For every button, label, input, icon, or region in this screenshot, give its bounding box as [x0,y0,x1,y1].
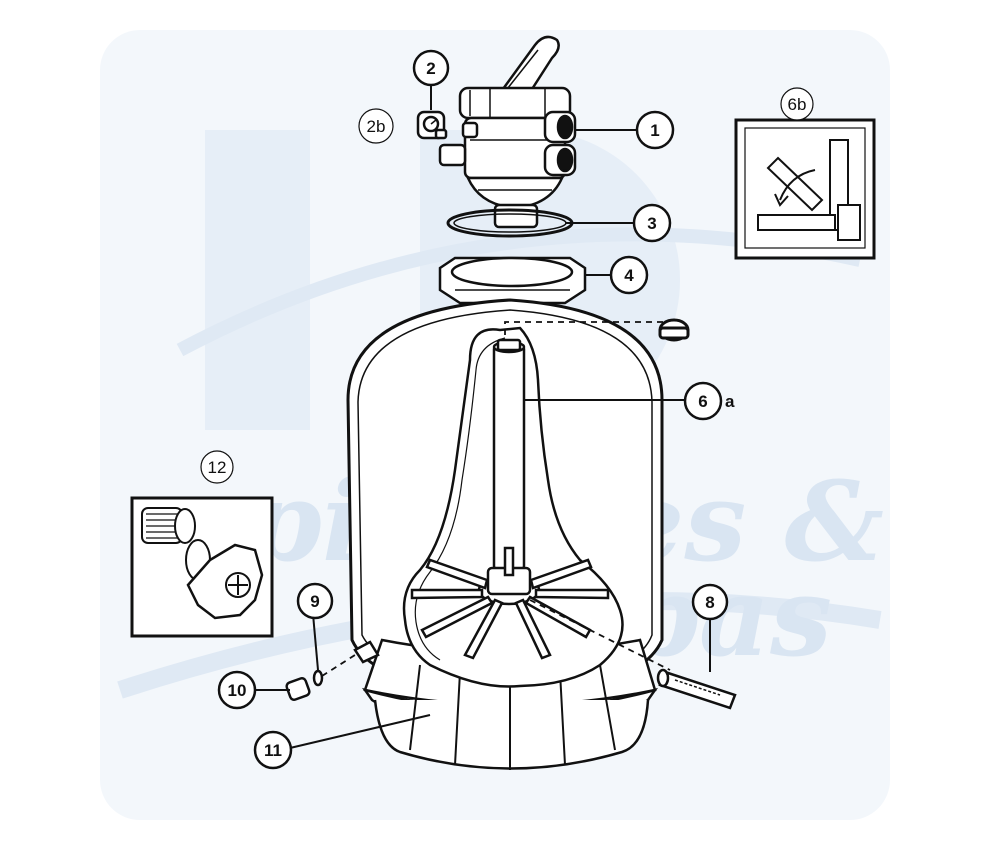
callout-2b-label: 2b [367,117,386,136]
callout-10-label: 10 [228,681,247,700]
callout-6b: 6b [780,87,814,121]
drain-fitting [285,640,380,702]
callout-4: 4 [609,255,649,295]
callout-9-label: 9 [310,592,319,611]
callout-12: 12 [200,450,234,484]
laterals [410,546,610,660]
inset-12 [130,496,274,638]
inset-6b [734,118,876,260]
callout-4-label: 4 [624,266,634,285]
callout-2: 2 [412,49,450,87]
callout-11-label: 11 [264,741,282,760]
callout-3: 3 [632,203,672,243]
callout-8-label: 8 [705,593,714,612]
callout-6b-label: 6b [788,95,807,114]
callout-8: 8 [691,583,729,621]
collar-clamp [438,256,587,305]
callout-2b: 2b [358,108,394,144]
callout-1-label: 1 [650,121,659,140]
callouts: 1 2 2b 3 4 6 a 6b 8 [200,49,814,770]
dashed-leaders [321,321,671,677]
callout-9: 9 [296,582,334,620]
callout-6-label: 6 [698,392,707,411]
callout-11: 11 [253,730,293,770]
callout-3-label: 3 [647,214,656,233]
callout-10: 10 [217,670,257,710]
callout-leaders [255,80,711,749]
standpipe [492,338,526,572]
callout-6: 6 a [683,381,735,421]
callout-1: 1 [635,110,675,150]
callout-12-label: 12 [208,458,227,477]
drain-pipe [656,668,737,710]
callout-6-suffix: a [725,392,735,411]
callout-2-label: 2 [426,59,435,78]
multiport-valve [438,35,577,229]
pressure-gauge [416,110,448,140]
